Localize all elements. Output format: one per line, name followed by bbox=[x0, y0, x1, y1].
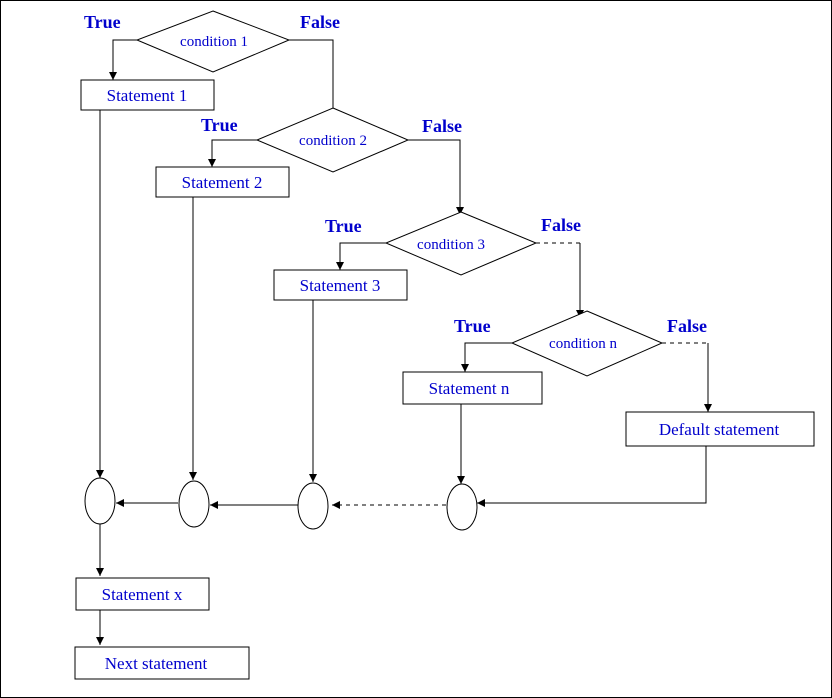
statement-1-label: Statement 1 bbox=[107, 86, 188, 105]
true-label-2: True bbox=[201, 115, 238, 135]
statement-2-label: Statement 2 bbox=[182, 173, 263, 192]
condition-n-decision: condition n bbox=[510, 310, 664, 377]
condition-3-label: condition 3 bbox=[417, 237, 485, 253]
join-node-n bbox=[446, 483, 478, 531]
false-label-2: False bbox=[422, 116, 462, 136]
statement-n-label: Statement n bbox=[429, 379, 510, 398]
condition-2-label: condition 2 bbox=[299, 133, 367, 149]
join-node-2 bbox=[178, 480, 210, 528]
false-label-3: False bbox=[541, 215, 581, 235]
statement-3-label: Statement 3 bbox=[300, 276, 381, 295]
join-node-3 bbox=[297, 482, 329, 530]
condition-3-decision: condition 3 bbox=[384, 211, 538, 276]
false-label-1: False bbox=[300, 12, 340, 32]
condition-1-decision: condition 1 bbox=[135, 10, 291, 73]
default-statement-label: Default statement bbox=[659, 420, 780, 439]
statement-3-box: Statement 3 bbox=[273, 269, 408, 301]
statement-x-box: Statement x bbox=[75, 577, 210, 611]
true-branch-2-connector bbox=[208, 139, 257, 167]
true-branch-3-connector bbox=[336, 242, 386, 270]
next-statement-label: Next statement bbox=[105, 654, 208, 673]
false-branch-2-connector bbox=[408, 139, 464, 215]
statement-n-box: Statement n bbox=[402, 371, 543, 405]
true-label-3: True bbox=[325, 216, 362, 236]
statement-1-box: Statement 1 bbox=[80, 79, 215, 111]
statement-x-label: Statement x bbox=[102, 585, 183, 604]
condition-n-label: condition n bbox=[549, 336, 617, 352]
statement-2-box: Statement 2 bbox=[155, 166, 290, 198]
next-statement-box: Next statement bbox=[74, 646, 250, 680]
true-label-1: True bbox=[84, 12, 121, 32]
false-branch-1-connector bbox=[289, 39, 337, 118]
condition-2-decision: condition 2 bbox=[255, 107, 410, 173]
join-node-1 bbox=[84, 477, 116, 525]
true-label-n: True bbox=[454, 316, 491, 336]
condition-1-label: condition 1 bbox=[180, 34, 248, 50]
false-label-n: False bbox=[667, 316, 707, 336]
default-statement-box: Default statement bbox=[625, 411, 815, 447]
true-branch-n-connector bbox=[461, 342, 512, 372]
default-to-join-connector bbox=[477, 446, 707, 507]
true-branch-1-connector bbox=[109, 39, 137, 80]
